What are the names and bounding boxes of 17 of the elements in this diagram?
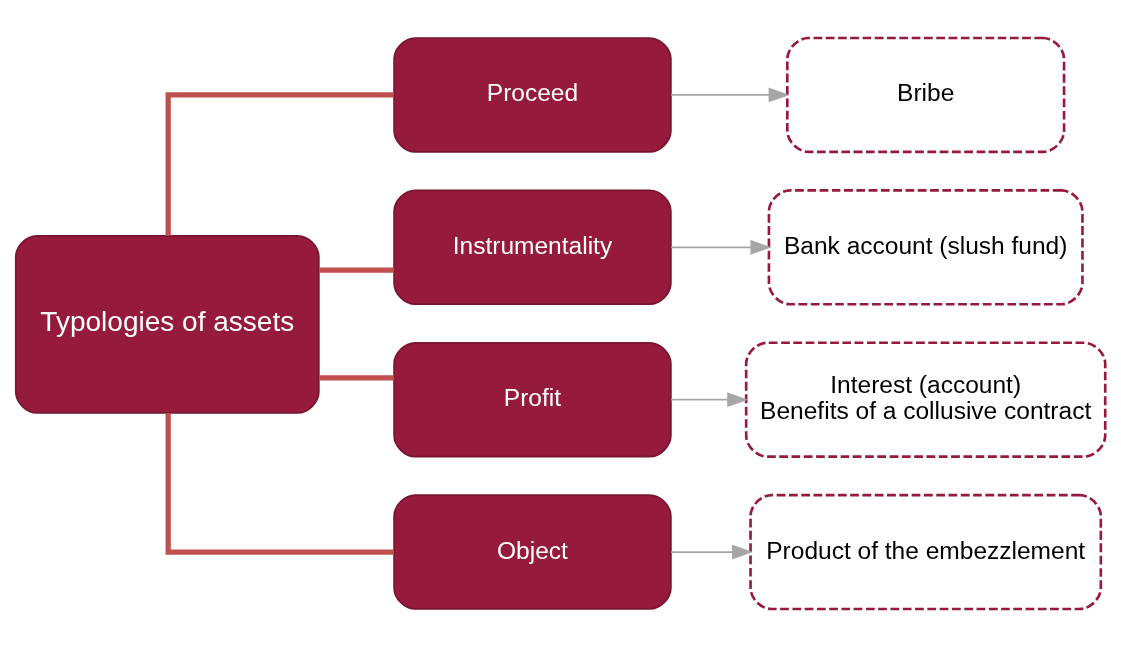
connector [165, 91, 394, 236]
node-box: Profit [393, 341, 672, 457]
node-box: Bank account (slush fund) [767, 188, 1084, 306]
node-box: Object [393, 493, 672, 610]
node-box: Interest (account) Benefits of a collusive contract [744, 340, 1107, 458]
node-box: Product of the embezzlement [749, 493, 1103, 610]
node-box: Bribe [786, 36, 1066, 153]
connector [165, 412, 394, 555]
node-box: Instrumentality [393, 189, 672, 305]
connector [319, 374, 395, 380]
arrow [670, 391, 749, 407]
connector [319, 266, 395, 273]
arrow [670, 239, 772, 255]
arrow [670, 544, 754, 559]
node-box: Typologies of assets [14, 234, 320, 414]
arrow [670, 87, 790, 102]
node-box: Proceed [393, 36, 672, 153]
